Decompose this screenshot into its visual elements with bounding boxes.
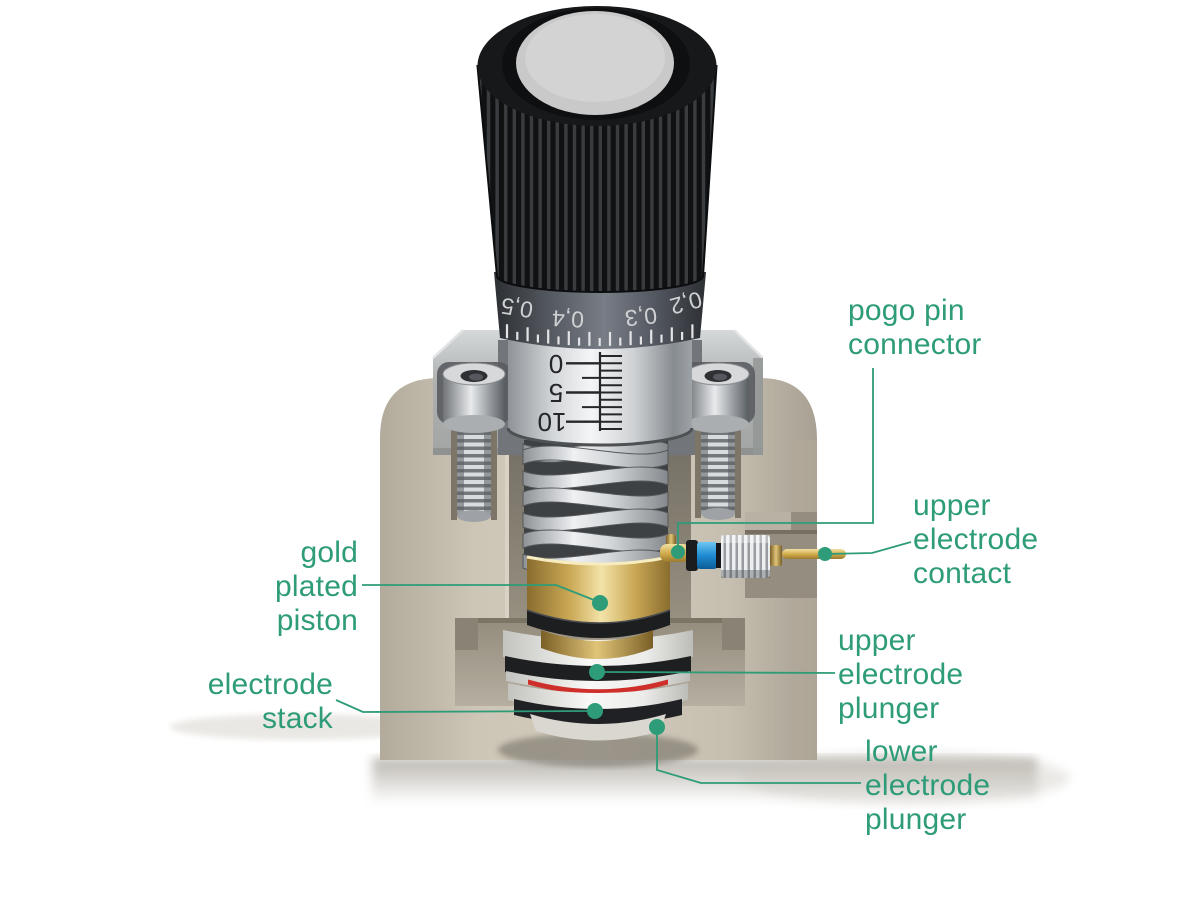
dot-electrode-stack xyxy=(587,703,603,719)
dot-gold-plated-piston xyxy=(592,595,608,611)
pocket-notch-left xyxy=(455,618,478,650)
leader-gold-plated-piston xyxy=(362,584,600,603)
screw-tip xyxy=(701,508,735,520)
thimble-scale-05: 0,5 xyxy=(499,293,535,324)
leader-pogo-pin-connector xyxy=(677,368,874,549)
thimble-scale-03: 0,3 xyxy=(624,302,659,331)
label-lower-electrode-plunger: lower electrode plunger xyxy=(865,735,991,836)
recess-shadow xyxy=(745,530,817,534)
knob-barrel xyxy=(477,66,717,292)
dot-pogo-pin-connector xyxy=(671,545,685,559)
hole-shadow xyxy=(491,424,497,520)
knob-outline xyxy=(476,65,718,293)
sleeve-scale-5: 5 xyxy=(549,378,563,408)
piston-o-ring xyxy=(527,610,670,638)
dot-upper-electrode-contact xyxy=(818,547,832,561)
leader-upper-electrode-contact xyxy=(825,541,912,555)
thimble-cone xyxy=(494,272,706,349)
head-bottom xyxy=(443,415,505,433)
thimble-scale-04: 0,4 xyxy=(551,305,584,333)
sleeve-scale-10: 10 xyxy=(538,407,567,437)
label-pogo-pin-connector: pogo pin connector xyxy=(848,294,982,361)
pocket-notch-right xyxy=(722,618,745,650)
socket-glint xyxy=(713,373,727,381)
pogo-threaded-barrel xyxy=(721,535,770,578)
thread-shade xyxy=(484,424,491,516)
spring-wave xyxy=(522,445,669,469)
callout-dots xyxy=(587,545,832,735)
hole-shadow xyxy=(451,424,457,520)
leader-upper-electrode-plunger xyxy=(597,671,836,674)
thread-shade xyxy=(728,424,735,514)
piston-lower-disc xyxy=(541,630,653,659)
plunger-shadow xyxy=(498,733,698,767)
pogo-flange2 xyxy=(716,543,721,568)
leader-electrode-stack xyxy=(335,699,596,713)
hole-shadow xyxy=(735,424,741,518)
gold-piston xyxy=(526,555,671,638)
piston-top-rim xyxy=(526,555,671,566)
thread-shade xyxy=(701,424,708,514)
pin-collar xyxy=(770,545,782,566)
head-bottom xyxy=(687,415,749,433)
pogo-flange xyxy=(686,540,698,571)
shadow-right xyxy=(740,752,1070,804)
micrometer-thimble: 0,5 0,4 0,3 0,2 xyxy=(494,272,706,349)
leader-lower-electrode-plunger xyxy=(656,728,861,784)
knob-disc-highlight xyxy=(525,14,665,102)
cavity-left-edge xyxy=(505,412,509,625)
pogo-blue-body xyxy=(697,542,717,569)
label-electrode-stack: electrode stack xyxy=(207,668,333,735)
screw-tip xyxy=(457,510,491,522)
recess-step xyxy=(745,512,791,530)
dot-upper-electrode-plunger xyxy=(589,664,605,680)
barrel-shade xyxy=(721,570,770,578)
micrometer-knob xyxy=(476,6,718,293)
label-upper-electrode-plunger: upper electrode plunger xyxy=(838,624,964,725)
sleeve-bottom-edge xyxy=(506,427,694,447)
plate-side-shade xyxy=(753,358,763,455)
shadow-left xyxy=(170,714,430,740)
cap-screw-right xyxy=(681,362,755,520)
cap-screw-left xyxy=(437,362,511,522)
socket-glint xyxy=(469,373,483,381)
label-gold-plated-piston: gold plated piston xyxy=(275,536,358,637)
plate-chamfer-highlight xyxy=(432,329,764,359)
thread-shade xyxy=(457,424,464,516)
o-ring-glint xyxy=(526,609,671,624)
spring-wave xyxy=(522,487,669,511)
label-upper-electrode-contact: upper electrode contact xyxy=(913,489,1039,590)
sleeve-scale-0: 0 xyxy=(549,349,563,379)
electrode-stack-line xyxy=(528,679,668,695)
piston-body xyxy=(527,557,670,625)
barrel-glint xyxy=(721,535,770,543)
leader-lines xyxy=(335,368,912,784)
lower-electrode-plunger xyxy=(508,683,688,710)
hole-shadow xyxy=(695,424,701,518)
cavity-right-edge xyxy=(691,412,695,625)
sleeve-tick-group xyxy=(566,355,622,430)
micrometer-sleeve: 0 5 10 xyxy=(506,338,694,447)
body-side-shade xyxy=(797,440,817,760)
wave-spring xyxy=(522,439,669,573)
ground-shadow xyxy=(170,714,1070,804)
plunger-bottom-cap xyxy=(530,714,666,741)
thimble-tick-group xyxy=(505,324,694,346)
dot-lower-electrode-plunger xyxy=(649,719,665,735)
